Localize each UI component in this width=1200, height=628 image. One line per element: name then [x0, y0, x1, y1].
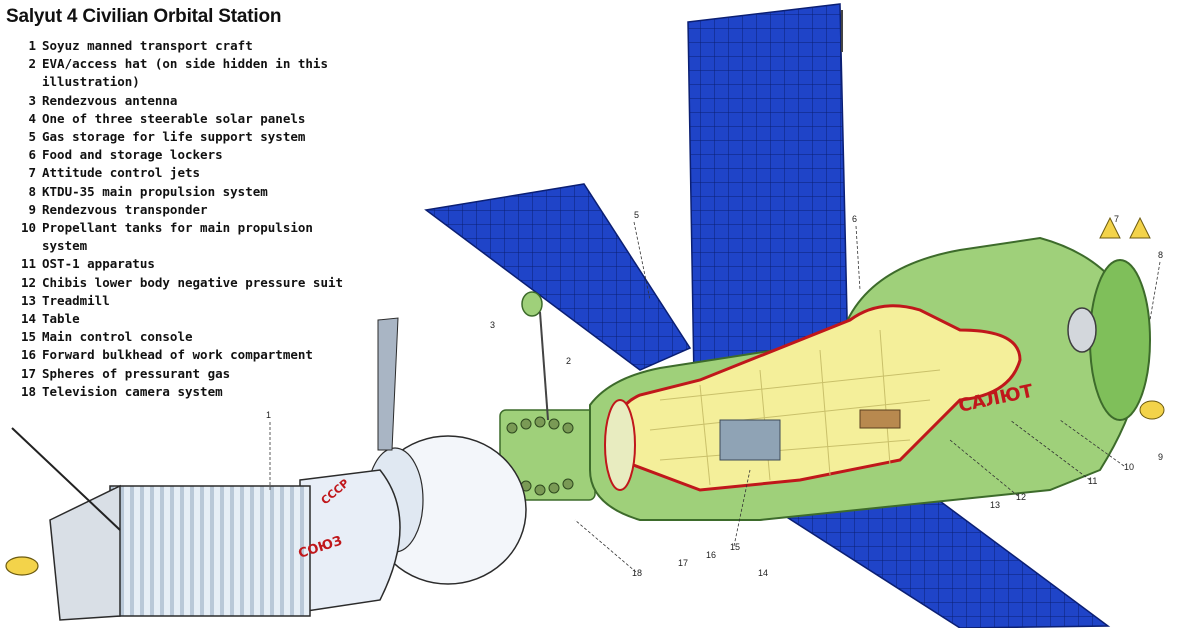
pressurant-spheres — [506, 416, 574, 496]
callout-1: 1 — [266, 410, 271, 420]
rendezvous-antenna-mast — [539, 311, 549, 421]
soyuz-descent-module — [299, 469, 401, 613]
soyuz-aft-skirt — [49, 484, 121, 621]
callout-6: 6 — [852, 214, 857, 224]
callout-9: 9 — [1158, 452, 1163, 462]
rendezvous-transponder — [1067, 307, 1097, 353]
callout-2: 2 — [566, 356, 571, 366]
callout-16: 16 — [706, 550, 716, 560]
solar-panel-top — [687, 3, 849, 381]
callout-7: 7 — [1114, 214, 1119, 224]
callout-17: 17 — [678, 558, 688, 568]
table — [859, 409, 901, 429]
callout-13: 13 — [990, 500, 1000, 510]
callout-18: 18 — [632, 568, 642, 578]
callouts: 1 2 3 5 6 7 8 9 10 11 12 13 14 15 16 17 … — [266, 210, 1163, 578]
callout-12: 12 — [1016, 492, 1026, 502]
solar-panel-left — [424, 183, 692, 371]
main-control-console — [719, 419, 781, 461]
callout-leaders — [269, 221, 1161, 573]
callout-8: 8 — [1158, 250, 1163, 260]
callout-5: 5 — [634, 210, 639, 220]
callout-10: 10 — [1124, 462, 1134, 472]
soyuz-nose-light — [5, 556, 39, 576]
forward-bulkhead — [604, 399, 636, 491]
attitude-jet-top-2 — [1099, 216, 1121, 239]
callout-15: 15 — [730, 542, 740, 552]
soyuz-service-module — [109, 485, 311, 617]
callout-11: 11 — [1088, 476, 1097, 486]
soyuz-antenna-line — [11, 427, 121, 531]
callout-14: 14 — [758, 568, 768, 578]
callout-3: 3 — [490, 320, 495, 330]
attitude-jet-aft — [1139, 400, 1165, 420]
soyuz-solar-panel — [377, 317, 399, 451]
rendezvous-antenna — [521, 291, 543, 317]
interior-cutaway — [614, 304, 1022, 492]
page-title: Salyut 4 Civilian Orbital Station — [6, 6, 282, 27]
aft-end-ring — [1089, 259, 1151, 421]
attitude-jet-top — [1129, 216, 1151, 239]
